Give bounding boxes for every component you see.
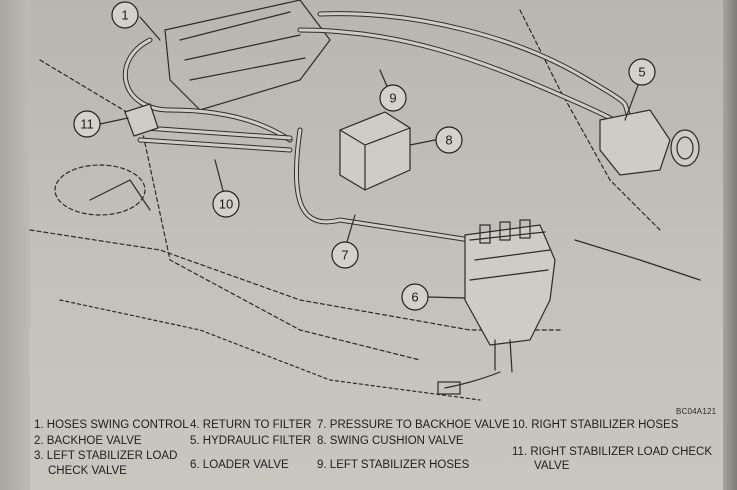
callout-circle-6 [401,283,429,311]
legend-item: 6. LOADER VALVE [190,458,289,472]
figure-code: BC04A121 [676,407,717,416]
legend-item: 8. SWING CUSHION VALVE [317,434,464,448]
legend-item: 1. HOSES SWING CONTROL [34,418,189,432]
legend-number: 11. [512,446,528,458]
parts-legend: 1. HOSES SWING CONTROL 2. BACKHOE VALVE … [34,418,724,486]
legend-text: CHECK VALVE [48,465,127,477]
legend-text: LEFT STABILIZER HOSES [329,459,470,471]
legend-number: 8. [317,435,327,447]
legend-number: 5. [190,435,200,447]
legend-text: RIGHT STABILIZER LOAD CHECK [530,446,713,458]
legend-item: CHECK VALVE [48,464,127,478]
legend-number: 3. [34,450,44,462]
legend-number: 6. [190,459,200,471]
legend-text: HYDRAULIC FILTER [202,435,312,447]
legend-number: 10. [512,419,528,431]
page-right-edge [723,0,737,490]
callout-circle-9 [379,84,407,112]
legend-text: PRESSURE TO BACKHOE VALVE [329,419,510,431]
legend-item: VALVE [534,459,569,473]
legend-number: 9. [317,459,327,471]
legend-item: 2. BACKHOE VALVE [34,434,142,448]
legend-item: 4. RETURN TO FILTER [190,418,311,432]
page-left-margin [0,0,30,490]
legend-text: LEFT STABILIZER LOAD [46,450,178,462]
callout-circle-11 [73,110,101,138]
callout-circle-8 [435,126,463,154]
callout-circle-5 [628,58,656,86]
callout-label-7: 7 [341,248,348,263]
legend-text: LOADER VALVE [202,459,289,471]
legend-item: 9. LEFT STABILIZER HOSES [317,458,469,472]
legend-item: 7. PRESSURE TO BACKHOE VALVE [317,418,510,432]
legend-text: RETURN TO FILTER [202,419,312,431]
callout-label-8: 8 [445,133,452,148]
legend-text: BACKHOE VALVE [46,435,142,447]
callout-circle-7 [331,241,359,269]
callout-label-10: 10 [219,197,233,212]
legend-text: RIGHT STABILIZER HOSES [531,419,679,431]
legend-number: 1. [34,419,44,431]
callout-label-6: 6 [411,290,418,305]
legend-text: HOSES SWING CONTROL [46,419,189,431]
legend-number: 2. [34,435,44,447]
legend-item: 5. HYDRAULIC FILTER [190,434,311,448]
callout-label-11: 11 [80,117,94,132]
legend-item: 11. RIGHT STABILIZER LOAD CHECK [512,445,712,459]
callout-label-1: 1 [121,8,128,23]
legend-item: 10. RIGHT STABILIZER HOSES [512,418,678,432]
legend-item: 3. LEFT STABILIZER LOAD [34,449,177,463]
legend-text: SWING CUSHION VALVE [329,435,464,447]
callout-label-5: 5 [638,65,645,80]
legend-number: 4. [190,419,200,431]
legend-number: 7. [317,419,327,431]
legend-text: VALVE [534,460,570,472]
callout-label-9: 9 [389,91,396,106]
callout-circle-10 [212,190,240,218]
callout-circle-1 [111,1,139,29]
